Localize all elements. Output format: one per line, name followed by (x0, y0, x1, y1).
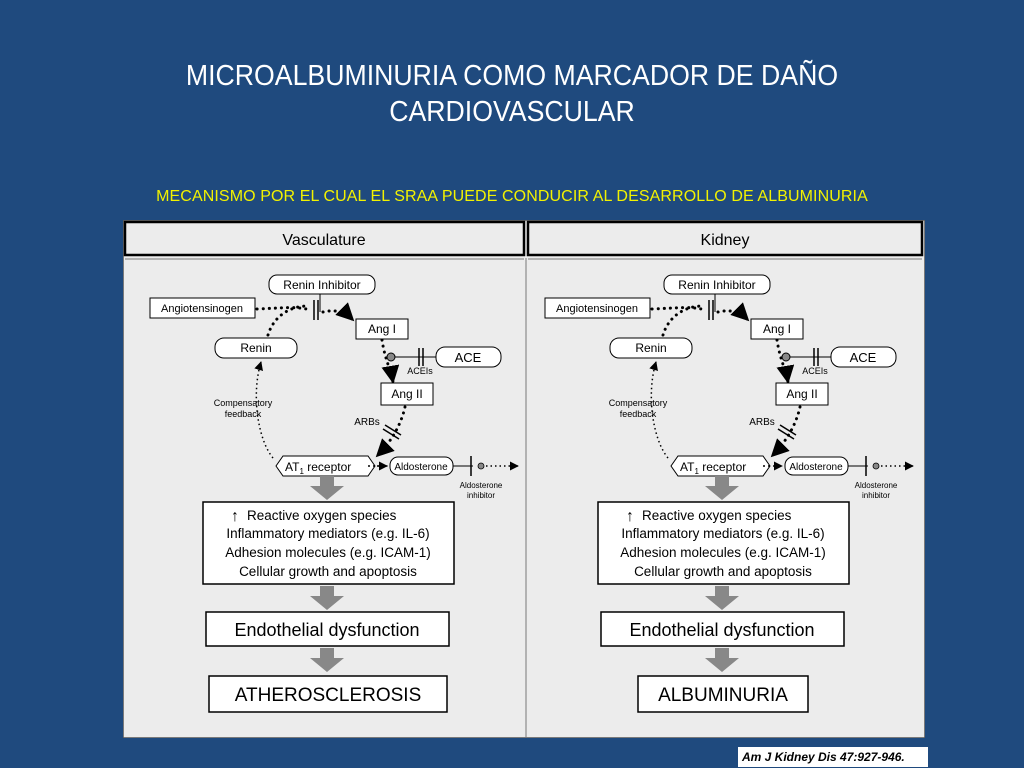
renin-arc (661, 304, 705, 337)
dysfunction-box (600, 611, 845, 647)
renin-box (609, 337, 693, 359)
aldosterone-label: Aldosterone (394, 462, 448, 473)
ace-node (386, 352, 396, 362)
compensatory-feedback-arrow (649, 361, 669, 459)
renin-inhibitor-label: Renin Inhibitor (283, 278, 360, 292)
arbs-label: ARBs (749, 417, 775, 428)
renin-inhibitor-label: Renin Inhibitor (678, 278, 755, 292)
renin-inhibitor-box (268, 274, 376, 295)
inhibition-bar (384, 424, 402, 436)
effect-item: Adhesion molecules (e.g. ICAM-1) (620, 545, 826, 560)
slide-title: MICROALBUMINURIA COMO MARCADOR DE DAÑO C… (41, 58, 983, 130)
effect-item: Reactive oxygen species (642, 508, 792, 523)
ace-label: ACE (850, 350, 877, 365)
renin-arc (266, 304, 310, 337)
angiotensinogen-label: Angiotensinogen (556, 303, 638, 315)
flow-arrow (310, 586, 344, 610)
up-arrow-icon: ↑ (626, 508, 634, 525)
renin-label: Renin (635, 341, 666, 355)
flow-arrow (705, 648, 739, 672)
feedback-label: feedback (620, 409, 657, 419)
at1-receptor-box (275, 455, 376, 477)
conversion-arrow (716, 302, 750, 322)
at1-activation-arrow (375, 405, 407, 458)
panel-vasculature: Vasculature Renin Inhibitor Angiotensino… (123, 220, 527, 738)
feedback-label: feedback (225, 409, 262, 419)
ang2-label: Ang II (391, 387, 422, 401)
flow-arrow (705, 476, 739, 500)
ang1-label: Ang I (763, 322, 791, 336)
flow-arrow (310, 476, 344, 500)
conversion-arrow (255, 306, 313, 312)
slide-title-line-1: MICROALBUMINURIA COMO MARCADOR DE DAÑO (185, 60, 839, 92)
outcome-label: ALBUMINURIA (658, 685, 788, 706)
angiotensinogen-box (544, 297, 651, 319)
conversion-arrow (321, 302, 355, 322)
ang2-label: Ang II (786, 387, 817, 401)
raas-mechanism-diagram: Vasculature Renin Inhibitor Angiotensino… (123, 220, 925, 738)
aldosterone-label: Aldosterone (789, 462, 843, 473)
angiotensinogen-box (149, 297, 256, 319)
compensatory-feedback-arrow (254, 361, 274, 459)
outcome-box (208, 675, 448, 713)
ace-node (781, 352, 791, 362)
aldosterone-inhibitor-label: inhibitor (862, 491, 890, 500)
renin-inhibitor-box (663, 274, 771, 295)
renin-box (214, 337, 298, 359)
outcome-box (637, 675, 809, 713)
ace-box (830, 346, 897, 368)
aldosterone-inhibitor-node (477, 462, 485, 470)
ace-conversion-arrow (380, 338, 400, 384)
at1-receptor-label: AT1 receptor (285, 460, 351, 476)
inhibition-bar (382, 428, 400, 440)
dysfunction-label: Endothelial dysfunction (234, 620, 419, 640)
outcome-label: ATHEROSCLEROSIS (235, 685, 422, 706)
aceis-label: ACEIs (407, 366, 433, 376)
panel-header: Kidney (701, 232, 750, 249)
effect-item: Adhesion molecules (e.g. ICAM-1) (225, 545, 431, 560)
ace-label: ACE (455, 350, 482, 365)
aldosterone-inhibitor-label: Aldosterone (460, 481, 503, 490)
dysfunction-label: Endothelial dysfunction (629, 620, 814, 640)
effects-box (202, 501, 455, 585)
flow-arrow (705, 586, 739, 610)
aldosterone-inhibitor-label: inhibitor (467, 491, 495, 500)
effect-item: Cellular growth and apoptosis (239, 564, 417, 579)
inhibition-bar (777, 428, 795, 440)
panel-kidney: Kidney Renin Inhibitor Angiotensinogen A… (526, 220, 924, 713)
ace-box (435, 346, 502, 368)
dysfunction-box (205, 611, 450, 647)
effect-item: Cellular growth and apoptosis (634, 564, 812, 579)
slide-title-line-2: CARDIOVASCULAR (389, 96, 635, 128)
inhibition-bar (779, 424, 797, 436)
at1-receptor-box (670, 455, 771, 477)
up-arrow-icon: ↑ (231, 508, 239, 525)
at1-activation-arrow (770, 405, 802, 458)
ang2-box (775, 382, 829, 406)
compensatory-label: Compensatory (609, 398, 668, 408)
aldosterone-inhibitor-node (872, 462, 880, 470)
flow-arrow (310, 648, 344, 672)
effect-item: Inflammatory mediators (e.g. IL-6) (621, 526, 824, 541)
panel-header-box (526, 220, 924, 257)
arbs-label: ARBs (354, 417, 380, 428)
ace-conversion-arrow (775, 338, 795, 384)
angiotensinogen-label: Angiotensinogen (161, 303, 243, 315)
ang1-label: Ang I (368, 322, 396, 336)
aceis-label: ACEIs (802, 366, 828, 376)
citation: Am J Kidney Dis 47:927-946. (738, 747, 928, 767)
diagram-background (123, 220, 925, 738)
renin-label: Renin (240, 341, 271, 355)
panel-header-box (123, 220, 526, 257)
slide-subtitle: MECANISMO POR EL CUAL EL SRAA PUEDE COND… (156, 188, 868, 205)
at1-receptor-label: AT1 receptor (680, 460, 746, 476)
effects-box (597, 501, 850, 585)
effect-item: Reactive oxygen species (247, 508, 397, 523)
effect-item: Inflammatory mediators (e.g. IL-6) (226, 526, 429, 541)
conversion-arrow (650, 306, 708, 312)
panel-header: Vasculature (282, 232, 365, 249)
ang2-box (380, 382, 434, 406)
aldosterone-inhibitor-label: Aldosterone (855, 481, 898, 490)
compensatory-label: Compensatory (214, 398, 273, 408)
